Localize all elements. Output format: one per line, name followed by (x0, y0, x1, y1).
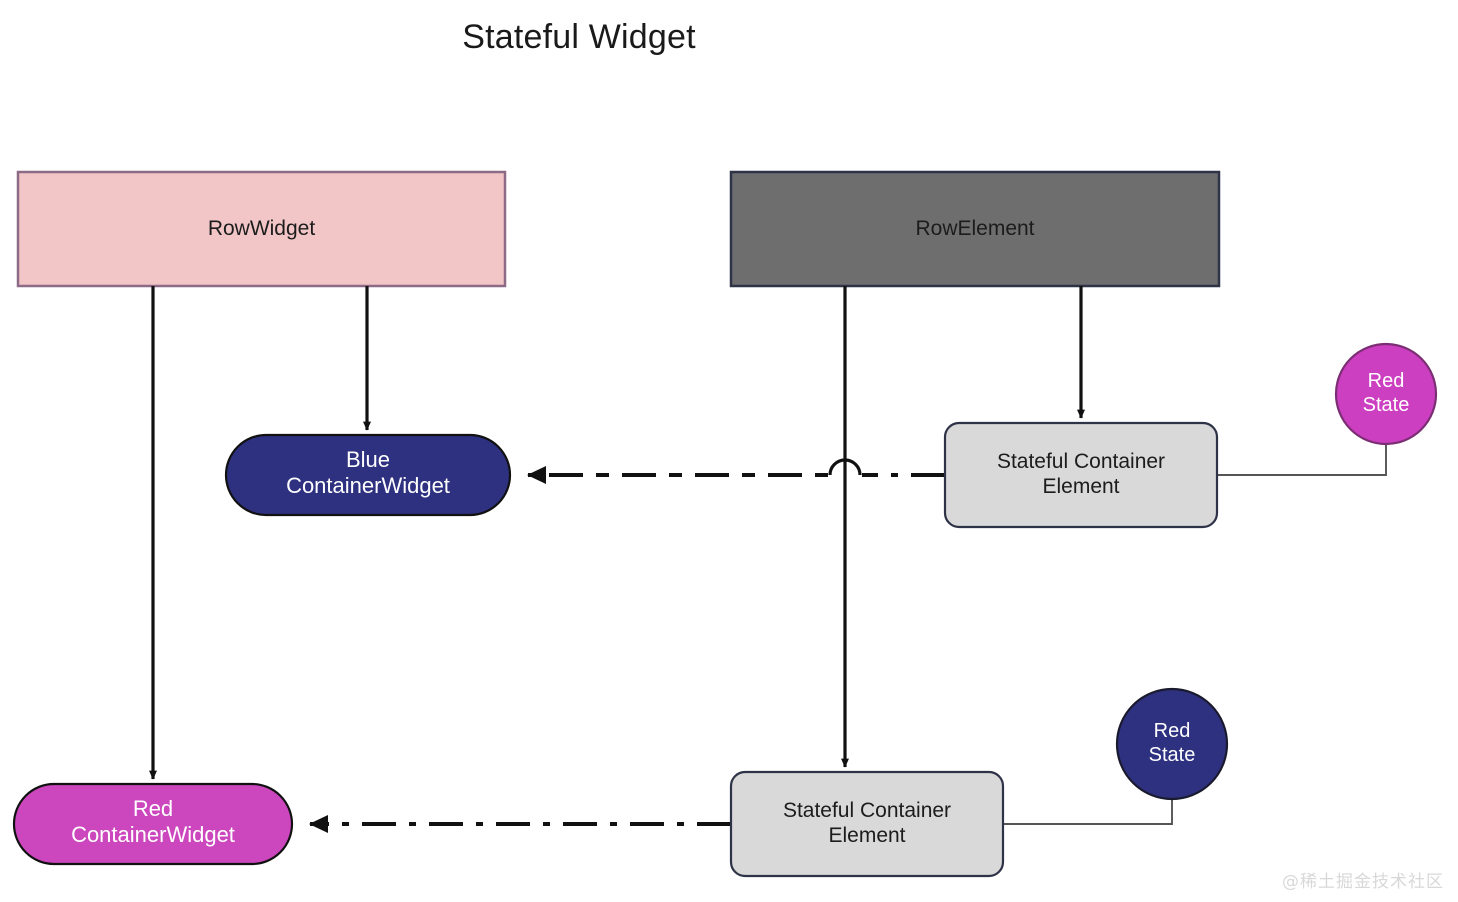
node-stateful-container-element-top-shape (943, 421, 1219, 529)
node-stateful-container-element-bottom-shape (729, 770, 1005, 878)
page-title: Stateful Widget (462, 18, 696, 56)
edge-bottom-element-to-red-state (1003, 799, 1173, 825)
watermark: @稀土掘金技术社区 (1282, 872, 1444, 892)
node-red-state-top-shape (1334, 342, 1438, 446)
node-row-element-shape (729, 170, 1221, 288)
node-red-container-widget-shape (12, 782, 294, 866)
node-red-state-bottom-shape (1115, 687, 1229, 801)
line-jump-arc (828, 458, 862, 476)
edge-top-element-to-red-state (1217, 444, 1387, 476)
node-row-widget-shape (16, 170, 507, 288)
node-blue-container-widget-shape (224, 433, 512, 517)
